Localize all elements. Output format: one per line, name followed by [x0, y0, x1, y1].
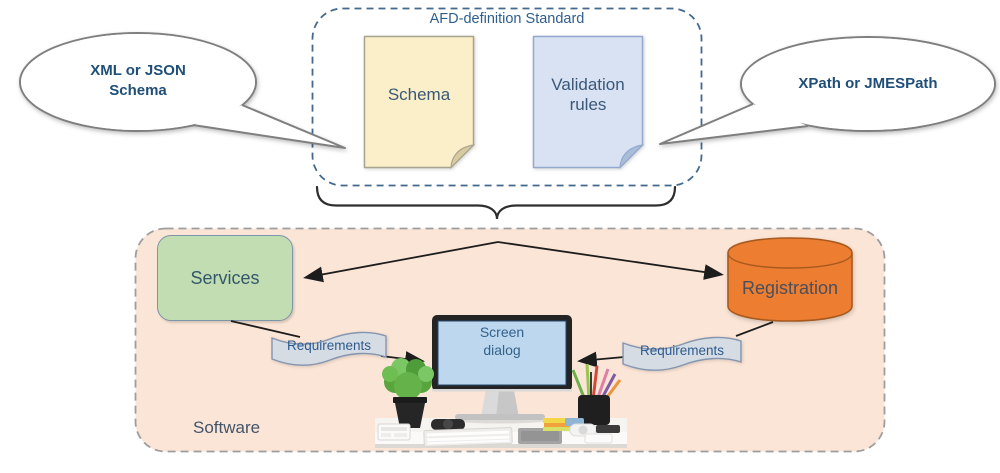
registration-database — [726, 236, 854, 323]
schema-document: Schema — [363, 35, 475, 169]
xml-json-callout-label: XML or JSON Schema — [90, 61, 186, 99]
xpath-jmespath-callout — [638, 33, 1000, 151]
eraser-icon — [584, 433, 613, 444]
speech-bubble-fill — [21, 34, 255, 130]
monitor-stand-highlight — [481, 390, 499, 418]
requirements-flag-left — [270, 326, 388, 368]
requirements-label-left: Requirements — [286, 338, 372, 353]
document-icon — [363, 35, 475, 169]
afd-standard-dashed-border — [311, 7, 703, 187]
notepad-icon — [518, 428, 562, 444]
screen-dialog-label: Screen dialog — [479, 324, 525, 359]
registration-label: Registration — [741, 277, 839, 298]
monitor-screen — [437, 320, 567, 386]
validation-rules-document: Validation rules — [532, 35, 644, 169]
services-label: Services — [190, 267, 260, 288]
speech-bubble-tail — [192, 104, 346, 149]
document-fold-corner — [619, 144, 644, 169]
camera-icon — [431, 419, 465, 430]
schema-document-label: Schema — [387, 84, 451, 104]
monitor-stand-base — [455, 414, 545, 420]
document-fold-corner — [450, 144, 475, 169]
cylinder-body — [727, 237, 853, 322]
xpath-jmespath-callout-label: XPath or JMESPath — [798, 74, 938, 92]
validation-rules-document-label: Validation rules — [551, 74, 625, 114]
document-icon — [532, 35, 644, 169]
plant-icon — [382, 358, 434, 428]
pen-cup-icon — [571, 363, 622, 425]
database-cylinder-icon — [727, 237, 853, 322]
speech-bubble-tail — [659, 103, 809, 145]
calculator-icon — [377, 423, 411, 441]
wave-shape — [622, 336, 742, 371]
cylinder-rim — [727, 252, 853, 269]
monitor-chin — [432, 389, 572, 392]
wave-shape-icon — [622, 336, 742, 371]
wave-shape — [271, 331, 387, 366]
desk-computer-photo — [375, 315, 627, 448]
speech-bubble-icon — [19, 32, 346, 149]
phone-icon — [596, 425, 620, 433]
afd-standard-container — [311, 7, 703, 187]
curly-brace — [315, 185, 677, 220]
speech-bubble-icon — [659, 36, 996, 145]
afd-standard-title: AFD-definition Standard — [429, 11, 585, 27]
software-label: Software — [193, 418, 261, 437]
sticky-notes-icon — [543, 418, 570, 431]
tape-dispenser-icon — [565, 418, 597, 437]
keyboard-icon — [423, 427, 513, 447]
requirements-flag-right — [621, 331, 743, 373]
speech-bubble-fill — [742, 38, 994, 130]
xml-json-callout — [16, 30, 352, 152]
wave-shape-icon — [271, 331, 387, 366]
desk-shadow — [375, 444, 627, 448]
services-box: Services — [157, 235, 293, 321]
requirements-label-right: Requirements — [639, 343, 725, 358]
